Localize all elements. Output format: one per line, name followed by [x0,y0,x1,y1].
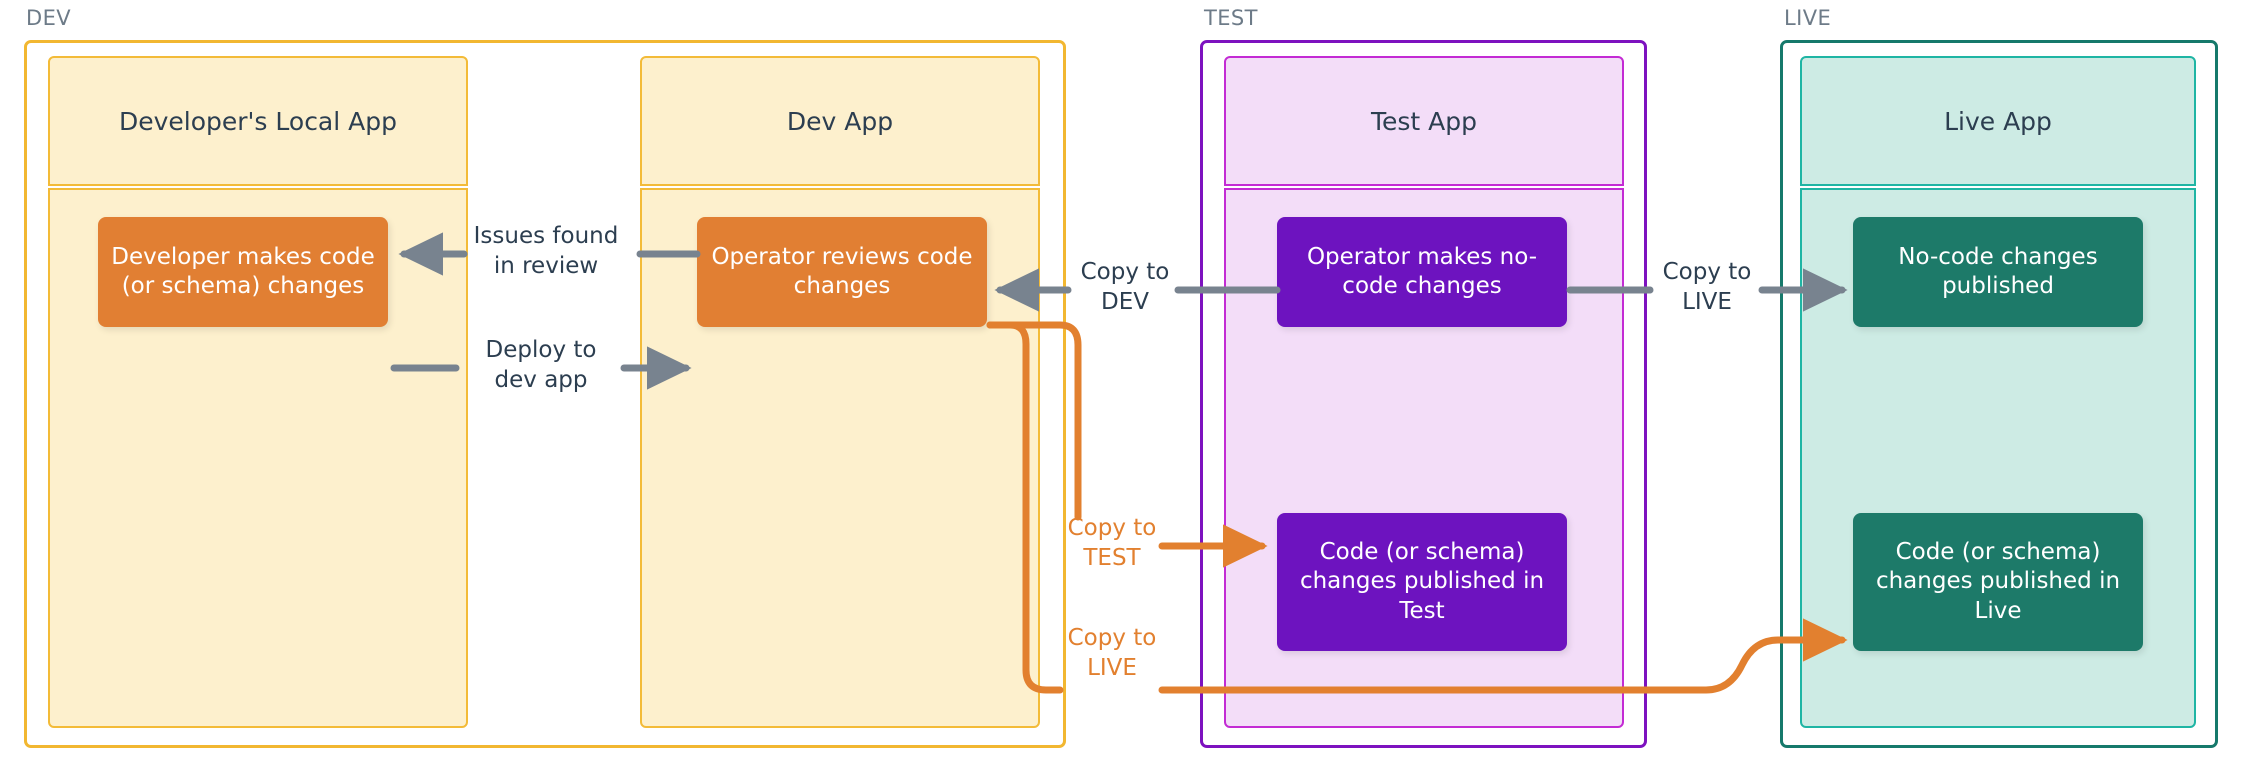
app-title-test-app: Test App [1370,106,1478,136]
connector-label-copy-to-dev: Copy to DEV [1080,259,1170,315]
app-header-dev-app: Dev App [640,56,1040,186]
connector-label-deploy-to-dev-app: Deploy to dev app [485,337,597,393]
app-header-local-app: Developer's Local App [48,56,468,186]
env-label-dev: DEV [26,6,72,30]
app-title-local-app: Developer's Local App [118,106,397,136]
node-no-code-published: No-code changes published [1853,217,2143,327]
env-container-live [1780,40,2218,748]
app-header-test-app: Test App [1224,56,1624,186]
app-panel-local-app: Developer's Local App [48,56,468,728]
connector-label-copy-to-test: Copy to TEST [1067,515,1157,571]
connector-label-copy-to-live-code: Copy to LIVE [1067,625,1157,681]
node-operator-no-code: Operator makes no-code changes [1277,217,1567,327]
node-code-published-test: Code (or schema) changes published in Te… [1277,513,1567,651]
node-dev-makes-changes: Developer makes code (or schema) changes [98,217,388,327]
app-header-live-app: Live App [1800,56,2196,186]
env-label-live: LIVE [1784,6,1832,30]
node-operator-reviews: Operator reviews code changes [697,217,987,327]
env-label-test: TEST [1204,6,1258,30]
app-panel-dev-app: Dev App [640,56,1040,728]
connector-label-issues-found: Issues found in review [473,223,619,279]
app-title-live-app: Live App [1944,106,2052,136]
app-title-dev-app: Dev App [786,106,894,136]
env-container-test [1200,40,1647,748]
connector-label-copy-to-live-nocode: Copy to LIVE [1662,259,1752,315]
node-code-published-live: Code (or schema) changes published in Li… [1853,513,2143,651]
